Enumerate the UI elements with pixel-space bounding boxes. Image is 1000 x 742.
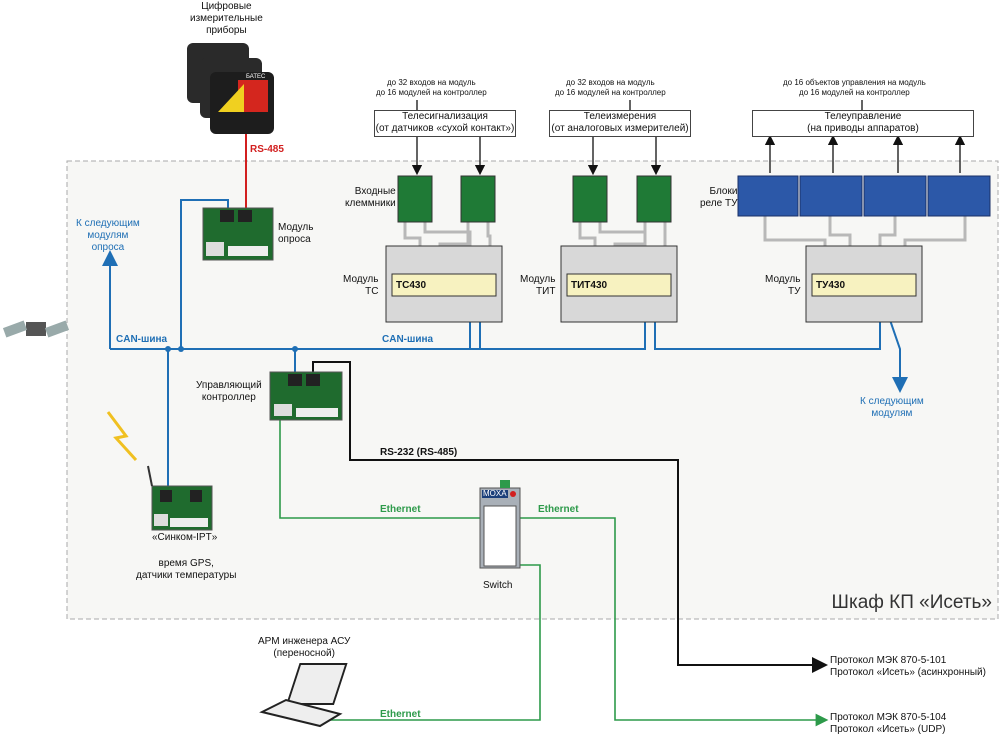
satellite-icon	[2, 320, 70, 338]
ethernet-lines	[279, 418, 829, 727]
ts-box: Телесигнализация(от датчиков «сухой конт…	[374, 110, 516, 137]
rs232-label: RS-232 (RS-485)	[380, 447, 458, 458]
ethernet-label-1: Ethernet	[380, 504, 421, 515]
cabinet-title: Шкаф КП «Исеть»	[831, 592, 992, 613]
tit-box: Телеизмерения(от аналоговых измерителей)	[549, 110, 691, 137]
ethernet-label-2: Ethernet	[538, 504, 579, 515]
meter-devices	[187, 43, 274, 134]
rs232-line	[312, 361, 828, 673]
gps-label: время GPS,датчики температуры	[136, 558, 237, 581]
signal-arrows	[411, 100, 966, 176]
ethernet-label-3: Ethernet	[380, 709, 421, 720]
tit-name: ТИТ430	[571, 280, 608, 291]
io-modules	[385, 245, 923, 323]
input-terminals	[397, 175, 672, 223]
can-bus-lines	[102, 199, 908, 490]
laptop-icon	[259, 663, 348, 728]
relay-blocks	[737, 175, 991, 217]
tu-name: ТУ430	[816, 280, 846, 291]
arm-label: АРМ инженера АСУ(переносной)	[258, 636, 351, 659]
poll-module-board	[202, 207, 274, 261]
rs485-label: RS-485	[250, 144, 284, 155]
can-bus-left-label: CAN-шина	[116, 334, 168, 345]
switch-device	[479, 480, 521, 569]
ipt-board	[147, 465, 213, 531]
controller-board	[269, 371, 343, 421]
sincom-ipt-label: «Синком-IPT»	[152, 532, 218, 543]
ts-name: ТС430	[396, 280, 427, 291]
meter-brand: БАТЕС	[246, 74, 266, 80]
moxa-label: MOXA	[483, 489, 507, 498]
can-bus-mid-label: CAN-шина	[382, 334, 434, 345]
lightning-icon	[106, 411, 138, 462]
switch-label: Switch	[483, 580, 513, 591]
tu-box: Телеуправление(на приводы аппаратов)	[752, 110, 974, 137]
